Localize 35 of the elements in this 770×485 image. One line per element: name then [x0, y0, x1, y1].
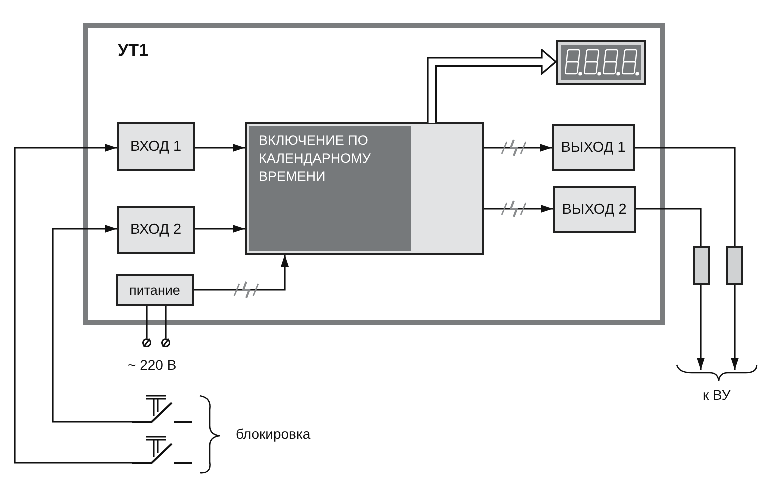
- connector-line: [635, 147, 736, 246]
- arrow: [484, 144, 552, 152]
- resistor-symbol: [726, 246, 743, 285]
- connector-line: [146, 306, 148, 338]
- output-box: [552, 124, 635, 171]
- resistor-symbol: [693, 246, 710, 285]
- terminal-symbol: [161, 338, 171, 348]
- input-box: [117, 206, 195, 254]
- device-title: УТ1: [118, 41, 148, 61]
- arrow: [194, 255, 289, 291]
- connector-line: [165, 306, 167, 338]
- block-label: ВЫХОД 1: [561, 140, 626, 156]
- voltage-label: ~ 220 В: [128, 357, 177, 373]
- arrow: [697, 285, 705, 370]
- device-frame: [83, 23, 665, 325]
- terminal-symbol: [142, 338, 152, 348]
- block-label: питание: [130, 282, 180, 298]
- arrow: [484, 205, 553, 213]
- arrow: [14, 144, 132, 464]
- block-label: ВХОД 2: [130, 222, 182, 238]
- arrow: [52, 225, 132, 423]
- block-label: ВЫХОД 2: [562, 202, 627, 218]
- power-box: [116, 274, 194, 306]
- note-label: блокировка: [236, 426, 311, 442]
- connector-line: [636, 208, 702, 246]
- function-label: ВКЛЮЧЕНИЕ ПО КАЛЕНДАРНОМУ ВРЕМЕНИ: [259, 132, 372, 186]
- arrow: [195, 144, 245, 152]
- arrow: [731, 285, 739, 370]
- control-block: [245, 122, 484, 255]
- block-label: ВХОД 1: [130, 138, 182, 154]
- destination-label: к ВУ: [703, 387, 731, 403]
- output-box: [553, 186, 636, 233]
- input-box: [117, 122, 195, 171]
- digital-display: [556, 40, 646, 85]
- arrow: [195, 225, 245, 233]
